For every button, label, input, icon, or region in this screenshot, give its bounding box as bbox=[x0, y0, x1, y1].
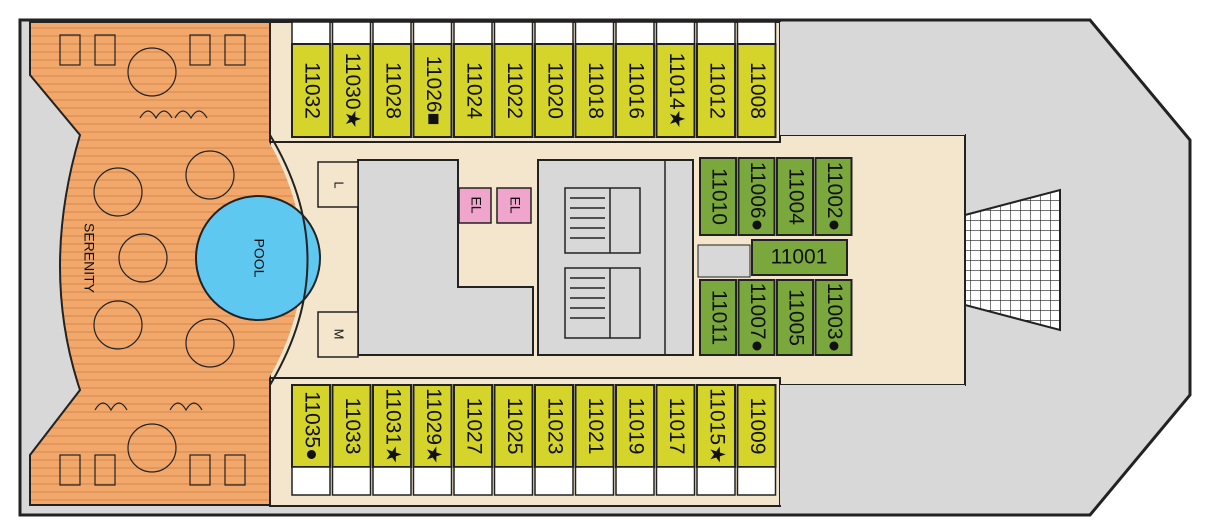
cabin-11035[interactable]: 11035● bbox=[291, 384, 331, 468]
cabin-11022[interactable]: 11022 bbox=[493, 43, 534, 138]
suite-11004[interactable]: 11004 bbox=[776, 157, 814, 236]
cabin-label: 11023 bbox=[543, 398, 566, 455]
cabin-11030[interactable]: 11030★ bbox=[331, 43, 372, 138]
cabin-11021[interactable]: 11021 bbox=[574, 384, 615, 468]
stairs bbox=[564, 160, 666, 355]
cabin-11026[interactable]: 11026■ bbox=[412, 43, 453, 138]
suite-11001[interactable]: 11001 bbox=[751, 239, 848, 276]
cabin-label: 11025 bbox=[503, 398, 526, 455]
cabin-11023[interactable]: 11023 bbox=[534, 384, 574, 468]
cabin-11029[interactable]: 11029★ bbox=[412, 384, 453, 468]
cabin-label: 11030★ bbox=[341, 53, 364, 129]
suites: 11010 11006● 11004 11002● 11011 11007● 11005 11… bbox=[699, 157, 853, 356]
cabin-11025[interactable]: 11025 bbox=[493, 384, 534, 468]
elevator-2[interactable]: EL bbox=[496, 187, 532, 224]
suite-label: 11004 bbox=[784, 168, 807, 225]
suite-label: 11003● bbox=[823, 283, 846, 353]
cabin-11018[interactable]: 11018 bbox=[574, 43, 615, 138]
cabin-label: 11020 bbox=[543, 62, 566, 119]
pool[interactable]: POOL bbox=[150, 135, 321, 385]
cabin-label: 11028 bbox=[381, 62, 404, 119]
suite-11010[interactable]: 11010 bbox=[699, 157, 737, 236]
cabin-label: 11031★ bbox=[381, 388, 404, 464]
ladies-room: L bbox=[317, 161, 359, 208]
cabin-label: 11015★ bbox=[705, 388, 728, 464]
suite-11005[interactable]: 11005 bbox=[776, 279, 814, 356]
suite-label: 11006● bbox=[746, 162, 769, 232]
suite-11002[interactable]: 11002● bbox=[814, 157, 853, 236]
cabin-11012[interactable]: 11012 bbox=[696, 43, 736, 138]
mens-room: M bbox=[317, 311, 359, 358]
cabin-label: 11035● bbox=[300, 391, 323, 461]
cabin-11028[interactable]: 11028 bbox=[372, 43, 412, 138]
cabin-11008[interactable]: 11008 bbox=[736, 43, 777, 138]
suite-label: 11002● bbox=[823, 162, 846, 232]
cabin-label: 11021 bbox=[584, 398, 607, 455]
suite-label: 11010 bbox=[707, 168, 730, 225]
suite-11011[interactable]: 11011 bbox=[699, 279, 737, 356]
cabin-label: 11026■ bbox=[422, 56, 445, 126]
suite-11006[interactable]: 11006● bbox=[737, 157, 776, 236]
cabin-11019[interactable]: 11019 bbox=[615, 384, 655, 468]
cabin-label: 11009 bbox=[746, 398, 769, 455]
cabin-label: 11019 bbox=[624, 398, 647, 455]
cabin-11015[interactable]: 11015★ bbox=[696, 384, 736, 468]
serenity-label: SERENITY bbox=[81, 223, 97, 294]
cabin-label: 11008 bbox=[746, 62, 769, 119]
forward-deck-area bbox=[780, 22, 965, 135]
cabin-label: 11014★ bbox=[665, 53, 688, 129]
cabin-label: 11032 bbox=[300, 62, 323, 119]
cabin-11014[interactable]: 11014★ bbox=[655, 43, 696, 138]
cabin-label: 11012 bbox=[705, 62, 728, 119]
cabin-label: 11029★ bbox=[422, 388, 445, 464]
suite-label: 11007● bbox=[746, 283, 769, 353]
cabins-top: 11032 11030★ 11028 11026■ 11024 11022 11020 110… bbox=[291, 21, 777, 138]
cabin-11033[interactable]: 11033 bbox=[331, 384, 372, 468]
cabin-label: 11033 bbox=[341, 398, 364, 455]
cabin-11031[interactable]: 11031★ bbox=[372, 384, 412, 468]
elevator-2-label: EL bbox=[507, 196, 523, 213]
forward-deck-area-lower bbox=[780, 385, 965, 505]
pool-label: POOL bbox=[251, 239, 267, 278]
deck-arc bbox=[269, 134, 309, 386]
suite-label: 11001 bbox=[771, 246, 828, 269]
cabin-11024[interactable]: 11024 bbox=[453, 43, 493, 138]
suite-11003[interactable]: 11003● bbox=[814, 279, 853, 356]
elevator-1[interactable]: EL bbox=[458, 187, 492, 224]
suite-label: 11005 bbox=[784, 289, 807, 346]
cabin-11020[interactable]: 11020 bbox=[534, 43, 574, 138]
cabin-label: 11027 bbox=[462, 398, 485, 455]
cabin-label: 11022 bbox=[503, 62, 526, 119]
cabin-label: 11017 bbox=[665, 398, 688, 455]
cabin-label: 11024 bbox=[462, 62, 485, 119]
cabin-11017[interactable]: 11017 bbox=[655, 384, 696, 468]
suite-label: 11011 bbox=[707, 290, 730, 345]
ladies-room-label: L bbox=[332, 181, 347, 188]
cabin-11032[interactable]: 11032 bbox=[291, 43, 331, 138]
cabins-bottom: 11035● 11033 11031★ 11029★ 11027 11025 11023 11… bbox=[291, 384, 777, 496]
cabin-11016[interactable]: 11016 bbox=[615, 43, 655, 138]
lounge-furniture bbox=[59, 34, 246, 486]
cabin-11009[interactable]: 11009 bbox=[736, 384, 777, 468]
bow-net bbox=[964, 188, 1061, 332]
cabin-label: 11016 bbox=[624, 62, 647, 119]
grey-space-right bbox=[697, 244, 751, 278]
cabin-label: 11018 bbox=[584, 62, 607, 119]
stair-block bbox=[537, 159, 694, 356]
mens-room-label: M bbox=[332, 329, 347, 340]
cabin-11027[interactable]: 11027 bbox=[453, 384, 493, 468]
suite-11007[interactable]: 11007● bbox=[737, 279, 776, 356]
elevator-1-label: EL bbox=[468, 196, 484, 213]
